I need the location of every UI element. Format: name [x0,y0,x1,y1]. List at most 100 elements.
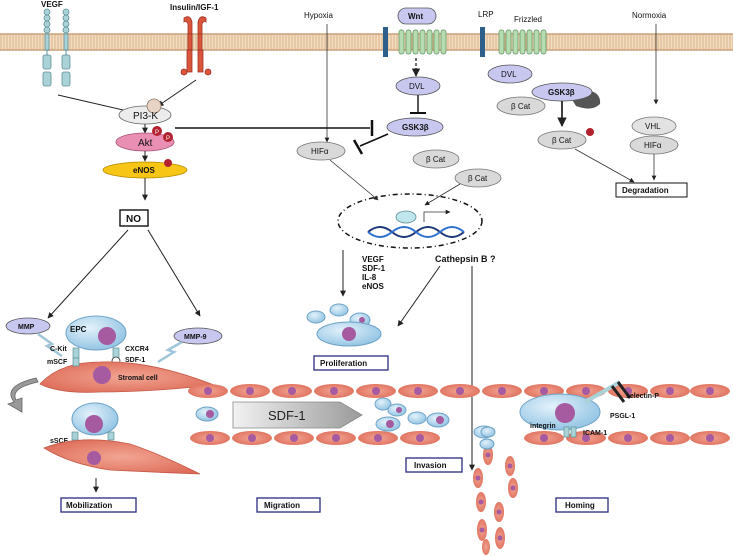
dvl-right-node [487,64,533,84]
icam1-label: ICAM-1 [583,430,607,437]
mobilization-curved-arrow [7,377,39,413]
cxcr4-receptor [112,347,120,359]
sscf-label: sSCF [50,438,69,445]
mobilized-epc-nucleus [85,415,103,433]
bcat-node-3 [496,96,546,116]
transcription-start-arrow [423,209,451,222]
stromal-label: Stromal cell [118,375,158,382]
insulin-receptor [180,16,212,76]
degradation-label: Degradation [622,186,669,195]
akt-phospho-1 [152,126,162,136]
normoxia-label: Normoxia [632,11,667,20]
bcat-node-4 [537,130,587,150]
sscf-receptor [71,431,79,441]
mmp-node [5,317,51,335]
hif-left-label: HIFα [311,147,329,156]
bcat-to-degradation-arrow [574,148,635,183]
gene-enos: eNOS [362,282,384,291]
psgl1-label: PSGL-1 [610,413,635,420]
cathepsin-to-proliferation-arrow [397,265,441,327]
invasion-label: Invasion [414,461,447,470]
hypoxia-label: Hypoxia [304,11,333,20]
dvl-right-label: DVL [501,70,517,79]
selectin-p-bar-2 [616,381,632,399]
homing-label: Homing [565,501,595,510]
psgl1-receptor [584,380,621,404]
integrin-label: integrin [530,423,556,430]
selectin-p-bar-1 [610,385,626,403]
vegf-top-label: VEGF [41,0,63,9]
mobilization-box [60,497,137,513]
stromal-cell-bottom [43,439,201,475]
enos-label: eNOS [133,166,155,175]
ckit-label: C-Kit [50,346,67,353]
lrp-left-bar [383,27,388,57]
nucleus-boundary [337,193,483,249]
stromal-nucleus-bottom [87,451,101,465]
insulin-to-pi3k-arrow [157,79,197,107]
mmp9-cleavage-bolt [157,340,183,364]
gene-il8: IL-8 [362,273,377,282]
dvl-left-label: DVL [409,82,425,91]
pi3k-subunit [146,98,162,114]
migration-box [256,497,321,513]
epc-label: EPC [70,325,87,334]
dna-helix-strand-b [367,226,465,238]
cell-membrane [0,34,733,50]
mscf-anchor [72,357,80,367]
mobilization-label: Mobilization [66,501,112,510]
stromal-nucleus-top [93,366,111,384]
invading-sprout [473,426,518,555]
lrp-right-bar [480,27,485,57]
sdf1-small-label: SDF-1 [125,357,145,364]
sdf1-arrow-label: SDF-1 [268,408,306,423]
proliferating-cells [306,303,382,347]
endothelium-lower-row [190,431,730,445]
gene-vegf: VEGF [362,255,384,264]
bcat-to-nucleus-arrow [424,183,461,206]
no-label: NO [126,214,141,225]
frizzled-label: Frizzled [514,15,542,24]
gsk-left-node [386,117,444,137]
gsk-inhibits-hif-line [359,133,389,147]
gsk-left-label: GSK3β [402,123,429,132]
lrp-label: LRP [478,10,494,19]
transcription-factor [395,210,417,224]
enos-phospho [164,159,172,167]
vegf-receptor: VEGF [41,0,71,87]
bcat-node-2 [454,168,502,188]
integrin-receptor [563,426,570,438]
gsk-inhibits-hif-bar [352,139,364,155]
selectin-label: selectin-P [626,393,659,400]
bcat-1-label: β Cat [426,155,446,164]
hif-right-label: HIFα [644,141,662,150]
no-to-mmp-arrow [47,229,129,319]
mmp-label: MMP [18,324,35,331]
degradation-box [615,182,688,198]
bcat-2-label: β Cat [468,174,488,183]
cathepsin-label: Cathepsin B ? [435,254,496,264]
mmp9-node [173,327,223,345]
no-box [119,209,149,227]
frizzled-receptor-right [498,29,547,55]
homing-epc-nucleus [555,403,575,423]
wnt-label: Wnt [408,12,423,21]
akt-phospho-2 [163,132,173,142]
mmp-cleavage-bolt [37,332,63,358]
proliferation-box [313,355,389,371]
sdf1-gradient-arrow [232,401,363,429]
ckit-receptor [72,347,80,359]
homing-box [555,497,609,513]
proliferation-label: Proliferation [320,359,367,368]
bcat-node-1 [412,149,460,169]
bcat-phospho [586,128,594,136]
mscf-label: mSCF [47,359,68,366]
pi3k-label: PI3-K [133,111,158,122]
bcat-3-label: β Cat [511,102,531,111]
gsk-right-label: GSK3β [548,88,575,97]
akt-phospho-1-label: P [155,130,159,136]
insulin-label: Insulin/IGF-1 [170,3,219,12]
akt-phospho-2-label: P [166,136,170,142]
vhl-label: VHL [645,122,661,131]
